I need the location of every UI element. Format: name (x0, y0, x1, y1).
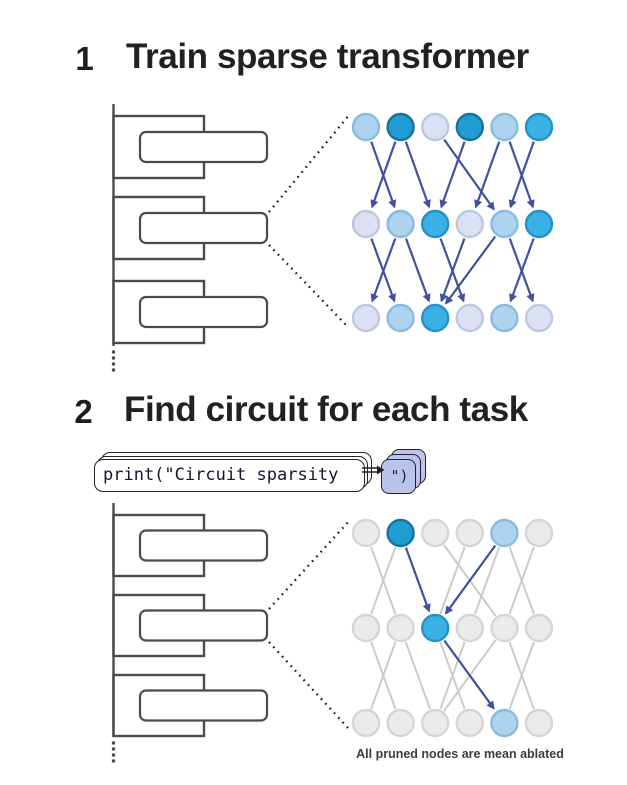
continuation-dot (111, 753, 116, 757)
block-inner-rounded-rect (138, 609, 269, 642)
network-node (386, 112, 415, 142)
network-edge-active (474, 141, 501, 209)
continuation-dot (111, 356, 116, 360)
network-node (524, 112, 554, 142)
network-node (421, 613, 450, 643)
block-inner-rounded-rect (138, 529, 269, 562)
continuation-dot (111, 747, 116, 751)
network-node (455, 209, 484, 239)
network-edge-pruned (404, 641, 432, 710)
network-node (421, 303, 450, 333)
transformer-diagram-1 (111, 104, 269, 372)
continuation-dot (111, 368, 116, 372)
network-node (386, 708, 415, 738)
network-node (455, 518, 484, 548)
network-node (455, 708, 484, 738)
network-node (351, 518, 381, 548)
network-edge-active (443, 138, 495, 211)
code-card-front: print("Circuit sparsity (94, 459, 365, 492)
network-node (351, 209, 381, 239)
network-edge-pruned (439, 641, 466, 710)
continuation-dot (111, 350, 116, 354)
step-2-number: 2 (74, 392, 93, 430)
code-snippet-text: print("Circuit sparsity (103, 465, 339, 485)
network-node (351, 708, 381, 738)
network-edge-pruned (439, 546, 466, 615)
network-node (421, 518, 450, 548)
step-1-badge: 1 (60, 35, 109, 82)
block-inner-rounded-rect (138, 689, 269, 722)
dotted-line (268, 113, 351, 213)
network-node (421, 708, 450, 738)
network-node (421, 112, 450, 142)
code-suffix-text: ") (390, 467, 409, 485)
network-edge-pruned (370, 641, 397, 710)
dotted-line (268, 244, 349, 328)
ablation-caption: All pruned nodes are mean ablated (356, 747, 564, 761)
network-node (351, 112, 381, 142)
network-edge-active (508, 141, 535, 209)
network-node (490, 209, 519, 239)
dotted-line (268, 519, 351, 610)
step-1-number: 1 (75, 39, 94, 77)
network-node (421, 209, 450, 239)
network-edge-pruned (473, 546, 501, 615)
network-edge-pruned (508, 641, 535, 710)
network-node (524, 518, 554, 548)
network-node (386, 303, 415, 333)
network-node (490, 112, 519, 142)
network-edge-active (444, 544, 497, 615)
suffix-card-front: ") (381, 459, 416, 494)
network-node (524, 708, 554, 738)
network-node (455, 303, 484, 333)
network-node (386, 518, 415, 548)
network-edge-pruned (508, 546, 535, 615)
continuation-dot (111, 741, 116, 745)
network-edge-active (439, 238, 466, 303)
network-edge-active (509, 238, 535, 303)
network-node (455, 112, 484, 142)
network-node (490, 303, 519, 333)
continuation-dot (111, 759, 116, 763)
network-node (386, 613, 415, 643)
dotted-line (268, 641, 349, 729)
network-node (490, 613, 519, 643)
network-node (386, 209, 415, 239)
network-node (351, 303, 381, 333)
continuation-dot (111, 362, 116, 366)
network-edge-pruned (370, 546, 397, 615)
dotted-connector-1 (268, 113, 351, 328)
network-edge-active (404, 547, 431, 613)
pipe-arrow-icon (362, 465, 385, 475)
network-edge-active (370, 238, 397, 303)
network-circuit (351, 518, 554, 738)
dotted-connector-2 (268, 519, 351, 729)
network-edge-active (404, 238, 431, 303)
network-node (524, 613, 554, 643)
network-node (524, 209, 554, 239)
network-trained (351, 112, 554, 333)
network-node (455, 613, 484, 643)
network-edge-active (444, 235, 497, 305)
network-node (351, 613, 381, 643)
step-2-badge: 2 (59, 388, 108, 435)
network-edge-active (404, 141, 431, 209)
network-edge-active (370, 141, 397, 209)
network-node (490, 518, 519, 548)
block-inner-rounded-rect (138, 295, 269, 329)
network-node (490, 708, 519, 738)
step-2-title: Find circuit for each task (124, 390, 528, 429)
block-inner-rounded-rect (138, 211, 269, 245)
transformer-diagram-2 (111, 503, 269, 763)
step-1-title: Train sparse transformer (126, 37, 529, 76)
block-inner-rounded-rect (138, 130, 269, 164)
network-edge-active (443, 639, 495, 710)
network-edge-active (439, 141, 466, 209)
network-node (524, 303, 554, 333)
